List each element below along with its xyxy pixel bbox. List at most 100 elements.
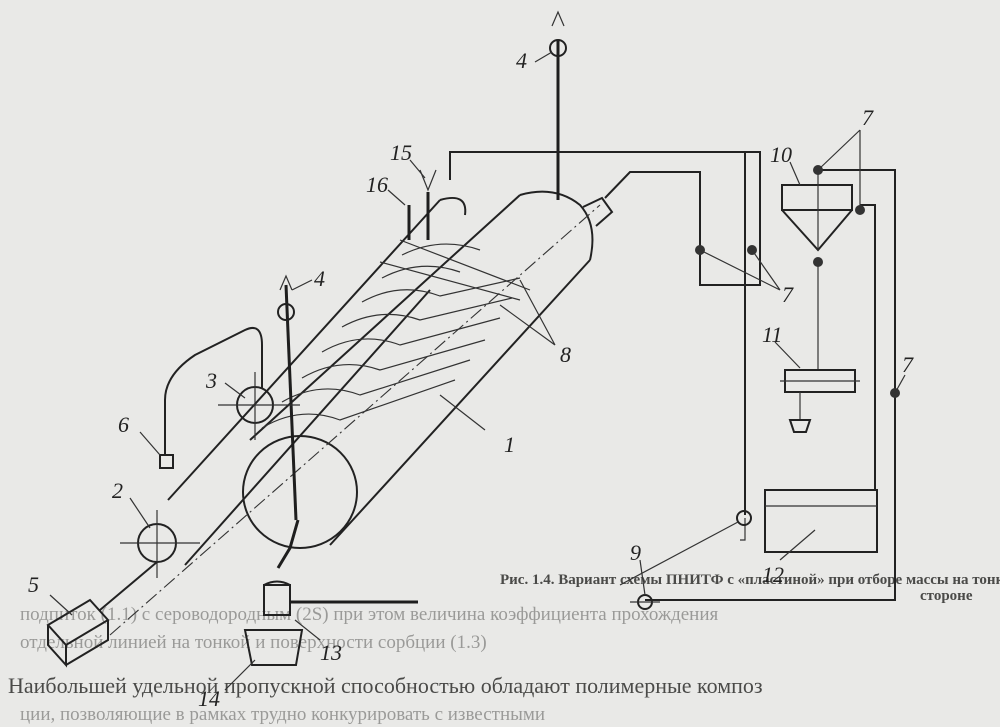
figure-caption-tail: стороне [920,588,973,604]
block-side [47,625,67,668]
background-bleed-text: подпиток (1.1) с сероводородным (2S) при… [8,604,763,725]
label-2: 2 [112,478,123,503]
drum-top-edge [249,194,521,441]
unit-cup [788,419,812,433]
leader-16 [387,189,406,206]
spray-bar-ties [379,239,531,301]
leader-1 [439,394,486,431]
label-7b: 7 [782,282,794,307]
pipe-loop [449,151,761,286]
figure-caption: Рис. 1.4. Вариант схемы ПНИТФ с «пластин… [500,572,1000,588]
collector-13 [263,584,291,616]
belt-loop [164,326,263,455]
block-5 [46,598,110,668]
tank-12 [764,489,878,553]
pump-9 [619,510,752,610]
leader-4a [291,279,313,291]
label-16: 16 [366,172,388,197]
leader-7c [894,374,906,394]
valve-4-front [277,303,295,321]
fittings-15-16 [407,169,437,240]
valve-upper [736,510,752,526]
valve-4-top [549,39,567,57]
spray-bar [301,339,486,379]
leader-5 [49,594,73,616]
sleeve-upper [167,199,441,501]
label-10: 10 [770,142,792,167]
bleed-line-3: Наибольшей удельной пропускной способнос… [8,673,763,698]
leader-14 [224,659,256,691]
vertical-pipe-top [549,10,567,200]
spray-bar [321,317,501,353]
leader-11 [774,341,801,369]
label-13: 13 [320,640,342,665]
fitting-15-head [419,169,437,192]
tank-body [764,489,878,553]
drum-bottom-edge [329,259,591,546]
drum-shaft-stub [582,196,614,227]
hopper-10 [781,170,853,252]
leader-2 [129,497,151,529]
spray-bar [381,265,461,279]
label-11: 11 [762,322,782,347]
label-9: 9 [630,540,641,565]
spray-bars-8 [261,239,531,429]
vertical-pipe-front [277,274,298,521]
drive-link [99,561,158,611]
spray-bar [261,379,456,429]
label-4b: 4 [516,48,527,73]
drum-1 [109,190,614,636]
sleeve-end-cap [439,196,467,216]
drum-front-end [242,435,358,549]
piping-network [449,151,896,601]
bleed-line-2: отдельной линией на тонкой и поверхности… [20,632,487,653]
label-8: 8 [560,342,571,367]
pulley-3 [164,326,300,455]
outlet-13-14 [243,519,418,666]
leader-7a [817,129,861,210]
arrow-up-icon [551,10,565,27]
sensor-6 [159,454,174,469]
label-6: 6 [118,412,129,437]
bleed-line-4: ции, позволяющие в рамках трудно конкури… [20,704,545,725]
leader-lines [49,51,906,691]
spray-bar [341,297,513,328]
label-15: 15 [390,140,412,165]
pulley-2 [99,510,200,611]
leader-7b [699,249,781,291]
leader-12 [779,529,816,561]
sleeve-lower [184,289,431,566]
leader-3 [224,382,246,399]
hopper-top [781,184,853,211]
valves-7 [695,165,900,398]
spray-bar [401,243,481,256]
spray-bar [361,277,521,303]
label-7a: 7 [862,105,874,130]
drum-axis [109,204,601,636]
leader-13 [294,619,321,641]
leader-8 [499,279,556,346]
leader-9 [639,559,646,596]
vessel-14 [243,629,304,666]
leader-6 [139,431,161,456]
label-7c: 7 [902,352,914,377]
bleed-line-1: подпиток (1.1) с сероводородным (2S) при… [20,604,719,625]
drain-pipe [276,519,300,569]
hopper-cone [781,209,853,252]
pipe [284,284,298,521]
pump-link [619,521,739,586]
pipe-to-9 [740,518,746,541]
label-4a: 4 [314,266,325,291]
callout-labels: 1 2 3 4 4 5 6 7 7 7 8 9 10 11 12 13 14 1… [28,48,914,711]
leader-4b [534,51,553,63]
block-front [65,620,109,666]
filter-sleeve [167,196,467,566]
pipe-side [860,204,876,490]
label-3: 3 [205,368,217,393]
label-12: 12 [762,562,784,587]
pipe-right-return [645,169,896,601]
arrow-up-icon [279,274,293,291]
leader-15 [409,159,426,179]
label-1: 1 [504,432,515,457]
